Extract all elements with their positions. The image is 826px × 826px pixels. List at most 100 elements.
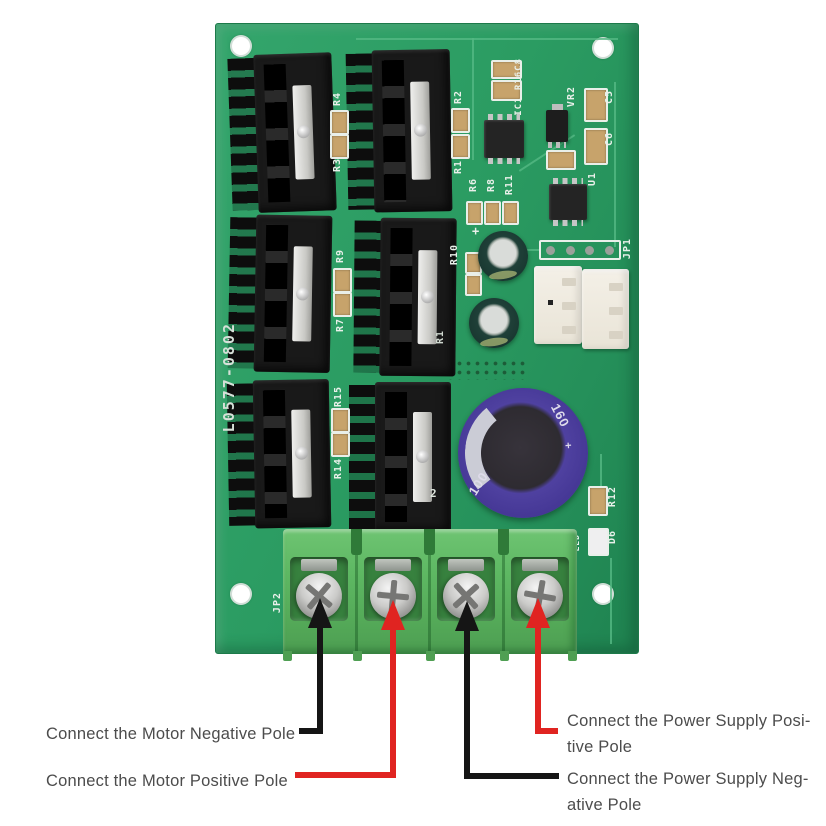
mounting-hole-bottom-left xyxy=(230,583,252,605)
pcb-trace xyxy=(610,558,612,644)
jp1-pad xyxy=(585,245,595,255)
resistor-r7 xyxy=(333,292,352,317)
mounting-hole-top-left xyxy=(230,35,252,57)
motor-positive-arrowhead xyxy=(381,600,405,630)
terminal-notch xyxy=(498,529,509,555)
resistor-near-r10 xyxy=(465,274,482,296)
heatsink-slots xyxy=(389,227,413,367)
silkscreen-r11-label: R11 xyxy=(504,174,515,196)
silkscreen-r1b-label: R1 xyxy=(435,330,446,345)
jp1-pad xyxy=(546,245,555,255)
motor-positive-arrow-shaft xyxy=(390,628,396,776)
heatsink-slots xyxy=(262,389,288,519)
silkscreen-u1-label: U1 xyxy=(587,172,598,187)
u1-soic8-chip xyxy=(549,178,587,226)
silkscreen-r4-label: R4 xyxy=(332,92,343,107)
capacitor-c5 xyxy=(584,88,608,122)
capacitor-polarity-marking: + xyxy=(561,441,575,451)
label-power-positive-line1: Connect the Power Supply Posi- xyxy=(567,712,811,730)
connector-slot xyxy=(609,283,623,291)
silkscreen-c6-label: C6 xyxy=(604,132,615,147)
to220-screw xyxy=(416,450,429,463)
led-d6 xyxy=(588,528,609,556)
via-stitching-area xyxy=(446,359,528,380)
label-power-negative-line1: Connect the Power Supply Neg- xyxy=(567,770,809,788)
power-negative-arrow-elbow xyxy=(464,773,559,779)
terminal-foot xyxy=(353,651,362,661)
label-motor-positive-text: Connect the Motor Positive Pole xyxy=(46,772,288,790)
connector-slot xyxy=(562,278,576,286)
connector-slot xyxy=(609,331,623,339)
power-positive-arrow-shaft xyxy=(535,626,541,732)
main-filter-capacitor: 160 + 100 xyxy=(458,388,588,518)
board-model-number: L0577-0802 xyxy=(220,322,238,433)
silkscreen-r8-label: R8 xyxy=(486,178,497,193)
terminal-1-clamp xyxy=(301,559,337,571)
heatsink-transistor-5 xyxy=(226,379,332,529)
silkscreen-d6-label: D6 xyxy=(607,530,618,545)
terminal-divider xyxy=(428,529,431,654)
label-motor-negative-text: Connect the Motor Negative Pole xyxy=(46,725,296,743)
silkscreen-r1-label: R1 xyxy=(453,160,464,175)
resistor-r12 xyxy=(588,486,608,516)
terminal-divider xyxy=(355,529,358,654)
terminal-foot xyxy=(500,651,509,661)
silkscreen-r2-label: R2 xyxy=(453,90,464,105)
mounting-hole-bottom-right xyxy=(592,583,614,605)
terminal-foot xyxy=(426,651,435,661)
resistor-r8 xyxy=(484,201,501,225)
power-positive-arrow-elbow xyxy=(535,728,558,734)
silkscreen-jp2-label: JP2 xyxy=(272,592,283,614)
motor-negative-arrow-shaft xyxy=(317,626,323,732)
motor-negative-arrowhead xyxy=(308,598,332,628)
heatsink-slots xyxy=(263,224,289,363)
silkscreen-r6-label: R6 xyxy=(468,178,479,193)
power-negative-arrowhead xyxy=(455,601,479,631)
jp1-pad-footprint xyxy=(539,240,621,260)
connector-slot xyxy=(562,302,576,310)
terminal-notch xyxy=(424,529,435,555)
resistor-r4 xyxy=(330,110,349,135)
resistor-r11 xyxy=(502,201,519,225)
terminal-4-clamp xyxy=(522,559,558,571)
label-power-positive: Connect the Power Supply Posi- tive Pole xyxy=(567,708,811,760)
capacitor-c6 xyxy=(584,128,608,165)
label-motor-negative: Connect the Motor Negative Pole xyxy=(46,721,295,747)
silkscreen-plus-label: + xyxy=(472,224,480,238)
to220-screw xyxy=(420,290,435,304)
heatsink-transistor-3 xyxy=(227,214,333,373)
electrolytic-capacitor-small-2 xyxy=(469,298,519,348)
jst-connector-2 xyxy=(582,269,629,349)
heatsink-transistor-1 xyxy=(227,52,337,214)
silkscreen-ic1-label: IC1 R16C8 xyxy=(514,58,524,116)
heatsink-transistor-4 xyxy=(353,217,457,377)
electrolytic-capacitor-small-1 xyxy=(478,231,528,281)
power-positive-arrowhead xyxy=(526,598,550,628)
jp1-pad xyxy=(565,245,575,255)
heatsink-slots xyxy=(385,392,407,522)
connector-pin-hole xyxy=(548,300,553,305)
screw-terminal-block xyxy=(283,529,577,661)
heatsink-transistor-2 xyxy=(345,49,453,213)
smd-resistor xyxy=(491,80,522,101)
connector-slot xyxy=(562,326,576,334)
silkscreen-jp1-label: JP1 xyxy=(622,238,633,260)
terminal-foot xyxy=(283,651,292,661)
heatsink-transistor-6 xyxy=(349,382,451,532)
pcb-trace xyxy=(472,38,474,160)
label-power-negative-line2: ative Pole xyxy=(567,796,642,814)
resistor-r9 xyxy=(333,268,352,293)
silkscreen-vr2-label: VR2 xyxy=(566,86,577,108)
smd-capacitor xyxy=(546,150,576,170)
resistor-r3 xyxy=(330,134,349,159)
silkscreen-r10-label: R10 xyxy=(449,244,460,266)
connector-slot xyxy=(609,307,623,315)
terminal-2-clamp xyxy=(375,559,411,571)
resistor-r1 xyxy=(451,134,470,159)
jst-connector-1 xyxy=(534,266,582,344)
ic1-soic8-chip xyxy=(484,114,524,164)
terminal-foot xyxy=(568,651,577,661)
resistor-r14 xyxy=(331,432,350,457)
power-negative-arrow-shaft xyxy=(464,629,470,777)
